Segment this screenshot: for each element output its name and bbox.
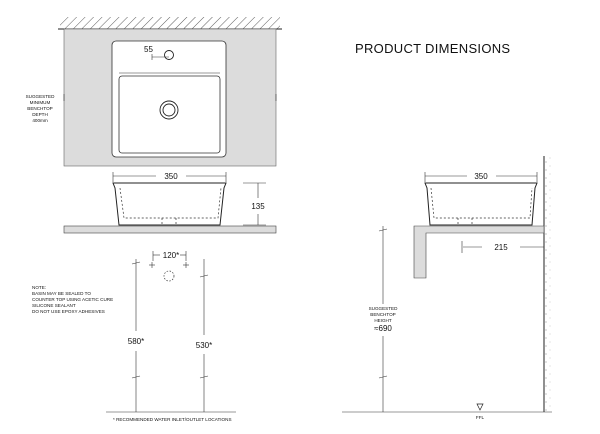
depth-label-3: BENCHTOP xyxy=(27,106,52,111)
side-height-dim: ≈690 xyxy=(374,324,392,333)
basin-side-profile xyxy=(424,182,538,226)
inlet-height-right-dim: 530* xyxy=(196,341,212,350)
front-view: 350 135 120* 580* xyxy=(32,172,277,422)
height-label-1: SUGGESTED xyxy=(369,306,399,311)
side-view: 350 215 SUGGESTED BENCHTOP HEIGHT ≈690 F… xyxy=(342,156,552,420)
note-line-2: BASIN MAY BE SEALED TO xyxy=(32,291,91,296)
benchtop-side xyxy=(413,225,545,279)
footnote: * RECOMMENDED WATER INLET/OUTLET LOCATIO… xyxy=(113,417,232,422)
front-height-dim: 135 xyxy=(251,202,265,211)
tap-hole xyxy=(164,50,174,60)
depth-label-5: 400mm xyxy=(32,118,47,123)
note-line-4: SILICONE SEALANT xyxy=(32,303,76,308)
ffl-marker-icon xyxy=(476,403,484,411)
wall-side xyxy=(544,156,552,412)
depth-label-1: SUGGESTED xyxy=(26,94,56,99)
benchtop-front xyxy=(63,225,277,234)
height-label-2: BENCHTOP xyxy=(370,312,395,317)
page-title: PRODUCT DIMENSIONS xyxy=(355,41,510,56)
front-width-dim: 350 xyxy=(164,172,178,181)
tap-hole-dim: 55 xyxy=(144,45,153,54)
wall-hatch xyxy=(60,17,280,29)
waste-inner xyxy=(162,103,176,117)
note-line-5: DO NOT USE EPOXY ADHESIVES xyxy=(32,309,105,314)
note-line-1: NOTE: xyxy=(32,285,46,290)
plan-view: 55 SUGGESTED MINIMUM BENCHTOP DEPTH 400m… xyxy=(26,17,282,167)
basin-front-profile xyxy=(112,182,227,226)
ffl-label: FFL xyxy=(476,415,485,420)
basin-side-hidden xyxy=(430,187,533,219)
depth-label-2: MINIMUM xyxy=(30,100,51,105)
overhang-dim: 215 xyxy=(494,243,508,252)
depth-label-4: DEPTH xyxy=(32,112,48,117)
basin-front-hidden xyxy=(119,187,222,219)
note-line-3: COUNTER TOP USING ACETIC CURE xyxy=(32,297,113,302)
inlet-spacing-dim: 120* xyxy=(163,251,179,260)
inlet-height-left-dim: 580* xyxy=(128,337,144,346)
outlet-circle xyxy=(163,270,175,282)
height-label-3: HEIGHT xyxy=(374,318,392,323)
side-width-dim: 350 xyxy=(474,172,488,181)
